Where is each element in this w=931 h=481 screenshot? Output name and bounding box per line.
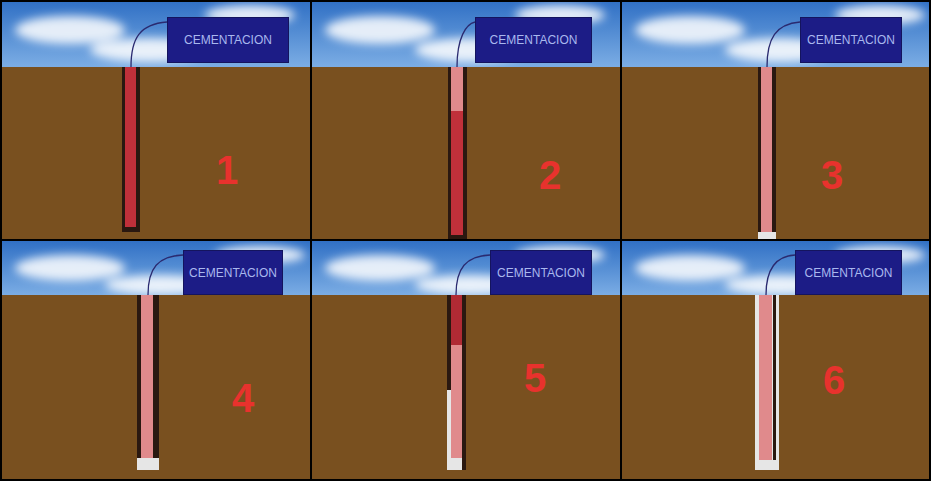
ground [0, 295, 931, 481]
cementing-unit: CEMENTACION [167, 17, 289, 63]
unit-label: CEMENTACION [490, 33, 578, 47]
step-number: 3 [821, 155, 843, 195]
ground [0, 67, 931, 240]
step-number: 4 [232, 378, 254, 418]
well-casing [137, 295, 159, 470]
cementing-unit: CEMENTACION [490, 250, 592, 295]
step-number: 5 [524, 358, 546, 398]
cementing-unit: CEMENTACION [183, 250, 283, 295]
well-casing [122, 67, 140, 232]
unit-label: CEMENTACION [807, 33, 895, 47]
unit-label: CEMENTACION [184, 33, 272, 47]
well-casing [755, 295, 779, 470]
cementing-unit: CEMENTACION [800, 17, 902, 63]
well-casing [447, 295, 466, 470]
sky [0, 240, 931, 298]
unit-label: CEMENTACION [497, 266, 585, 280]
step-number: 6 [823, 360, 845, 400]
cementing-unit: CEMENTACION [475, 17, 592, 63]
step-number: 2 [539, 155, 561, 195]
sky [0, 0, 931, 70]
well-casing [448, 67, 467, 240]
unit-label: CEMENTACION [189, 266, 277, 280]
step-number: 1 [216, 150, 238, 190]
cementing-unit: CEMENTACION [795, 250, 902, 295]
unit-label: CEMENTACION [805, 266, 893, 280]
well-casing [758, 67, 776, 240]
